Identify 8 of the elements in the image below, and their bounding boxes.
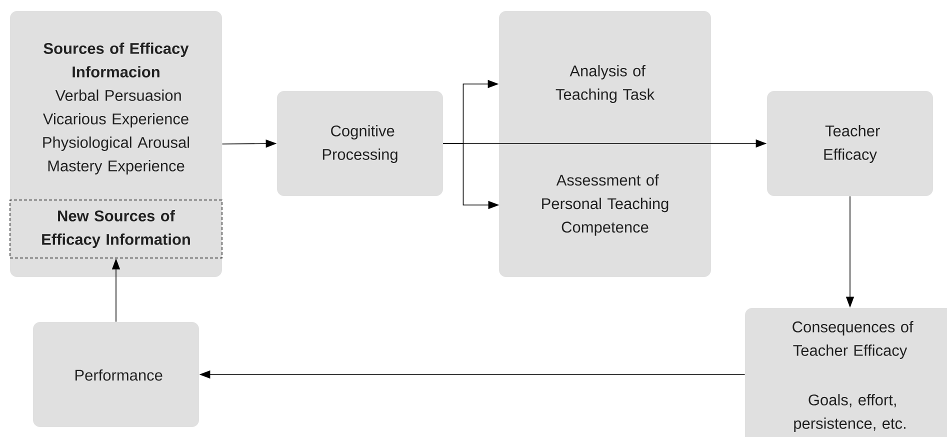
process-box: Cognitive Processing <box>277 91 443 196</box>
process-box <box>499 11 711 277</box>
process-box: Performance <box>33 322 199 427</box>
process-box: Teacher Efficacy <box>767 91 933 196</box>
section-text: Assessment of Personal Teaching Competence <box>542 174 668 236</box>
dashed-box: New Sources of Efficacy Information <box>10 200 222 258</box>
process-box: Consequences of Teacher Efficacy Goals, effort, persistence, etc. <box>745 308 947 437</box>
section-text: Analysis of Teaching Task <box>556 65 655 103</box>
